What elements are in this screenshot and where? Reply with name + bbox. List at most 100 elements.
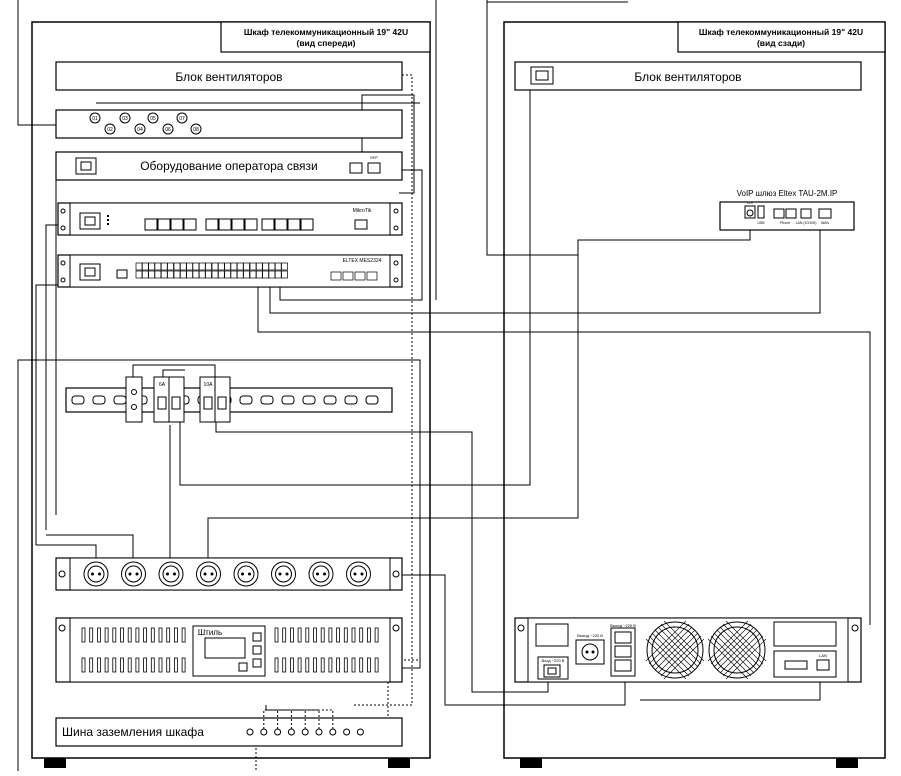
patch-port-label: 04 <box>137 127 143 133</box>
pdu-socket-pin <box>241 572 244 576</box>
terminal-block <box>125 376 143 423</box>
ups-vent <box>336 657 341 673</box>
patch-port-label: 05 <box>150 116 156 122</box>
ups-fan-grill <box>716 629 758 671</box>
din-slot <box>260 395 274 405</box>
patch-port <box>119 112 131 124</box>
ups-fan-grill <box>657 626 699 668</box>
eltex-label: ELTEX MES2324 <box>343 258 382 264</box>
eltex-switch: ELTEX MES2324 <box>57 254 403 288</box>
eltex-port <box>255 270 263 279</box>
operator-equipment-label: Оборудование оператора связи <box>140 159 318 173</box>
ups-vent <box>336 627 341 643</box>
ups-vent <box>135 627 140 643</box>
eltex-sfp <box>366 271 378 281</box>
eltex-port <box>274 270 282 279</box>
pdu-socket-pin <box>323 572 326 576</box>
wire-ups-out <box>400 574 626 706</box>
ups-fan-grill <box>663 620 705 662</box>
pdu-socket-pin <box>91 572 94 576</box>
eltex-port <box>249 270 257 279</box>
voip-port-phone: Phone <box>780 221 790 225</box>
breaker-6a-label: 6A <box>159 382 166 388</box>
patch-port-label: 03 <box>122 116 128 122</box>
pdu-socket-pin <box>210 572 214 576</box>
ups-vent <box>81 627 86 643</box>
mikrotik-port <box>218 218 232 231</box>
eltex-port <box>135 262 143 271</box>
ups-vent <box>328 627 333 643</box>
ups-vent <box>112 657 117 673</box>
eltex-port <box>192 270 200 279</box>
eltex-sfp <box>354 271 366 281</box>
eltex-port <box>167 270 174 279</box>
eltex-port <box>141 270 149 279</box>
ups-vent <box>135 657 140 673</box>
eltex-port <box>243 262 250 271</box>
pdu-socket-pin <box>353 572 357 576</box>
ups-fan-grill <box>660 623 702 665</box>
rear-cabinet-foot-right <box>836 758 858 768</box>
ups-vent <box>297 657 302 673</box>
eltex-sfp <box>342 271 354 281</box>
ups-vent <box>351 657 356 673</box>
ground-terminal <box>274 728 282 736</box>
mikrotik-port <box>231 218 245 231</box>
ups-vent <box>343 627 348 643</box>
patch-port-label: 08 <box>193 127 199 133</box>
ups-vent <box>313 657 317 673</box>
mikrotik-port <box>205 218 219 231</box>
wire-external-front <box>17 0 56 126</box>
eltex-port <box>186 262 193 271</box>
mikrotik-port <box>244 218 258 231</box>
front-cabinet-subtitle: (вид спереди) <box>297 38 356 48</box>
front-fan-block: Блок вентиляторов <box>55 61 403 91</box>
eltex-port <box>274 262 282 271</box>
ups-vent <box>158 657 163 673</box>
wire-fan-power-dashed <box>354 74 413 706</box>
pdu-socket-pin <box>360 572 364 576</box>
eltex-port <box>135 270 143 279</box>
eltex-port <box>217 262 225 271</box>
operator-equipment: Оборудование оператора связи SFP <box>55 151 403 181</box>
ups-vent <box>166 657 171 673</box>
ups-output-label-2: Выход ~220 В <box>610 623 636 628</box>
din-slot <box>302 395 316 405</box>
ups-vent <box>104 657 109 673</box>
eltex-port <box>268 270 276 279</box>
wire-eltex-mgmt <box>257 280 871 625</box>
ups-fan-grill <box>725 638 767 680</box>
rear-cabinet-foot-left <box>520 758 542 768</box>
din-slot <box>239 395 253 405</box>
eltex-port <box>160 262 168 271</box>
ups-vent <box>143 627 148 643</box>
ups-vent <box>289 657 294 673</box>
ground-terminal <box>246 728 254 736</box>
mikrotik-port <box>157 218 171 231</box>
eltex-port <box>173 262 181 271</box>
din-slot <box>71 395 85 405</box>
operator-port-label: SFP <box>370 155 378 160</box>
ups-vent <box>104 627 109 643</box>
rear-fan-label: Блок вентиляторов <box>634 70 741 84</box>
ups-vent <box>158 627 163 643</box>
eltex-port <box>167 262 174 271</box>
ups-vent <box>374 657 379 673</box>
ground-wire <box>265 705 320 729</box>
eltex-port <box>205 262 212 271</box>
ups-fan-grill <box>725 620 767 662</box>
ups-vent <box>351 627 356 643</box>
wire-breaker-lower2 <box>179 88 531 486</box>
mikrotik-router: MikroTik <box>57 202 403 236</box>
rear-cabinet-title: Шкаф телекоммуникационный 19" 42U <box>699 27 863 37</box>
pdu-socket-pin <box>285 572 289 576</box>
din-slot <box>92 395 106 405</box>
ups-vent <box>359 627 364 643</box>
din-slot <box>323 395 337 405</box>
ups-rear: Вход ~220 В Выход ~220 В Выход ~220 В LA… <box>514 617 862 683</box>
ups-lan-label: LAN <box>819 653 827 658</box>
ups-vent <box>112 627 117 643</box>
ups-vent <box>359 657 364 673</box>
